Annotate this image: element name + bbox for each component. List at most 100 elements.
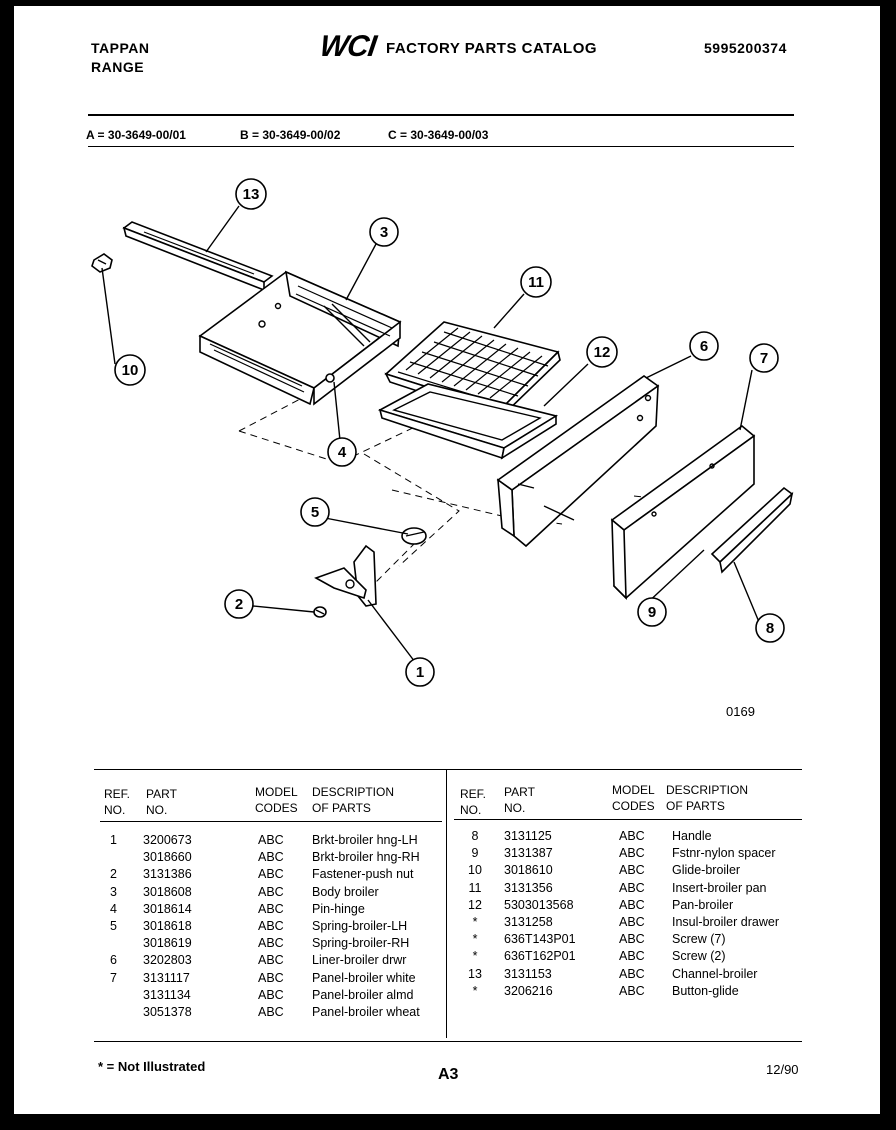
table-cell: 6 — [110, 953, 117, 968]
table-cell: 7 — [110, 970, 117, 985]
table-cell — [110, 1004, 117, 1021]
table-cell: 636T162P01 — [504, 949, 576, 964]
table-cell: ABC — [619, 983, 645, 998]
table-cell: Brkt-broiler hng-RH — [312, 850, 420, 865]
model-code-b: B = 30-3649-00/02 — [240, 128, 341, 142]
table-cell: * — [472, 983, 478, 998]
table-cell: 4 — [110, 901, 117, 916]
table-cell: Screw (2) — [672, 949, 726, 964]
table-cell: ABC — [258, 833, 284, 847]
handle-part — [710, 486, 794, 574]
table-cell: * — [472, 932, 478, 947]
callout-7: 7 — [749, 343, 779, 373]
table-cell: 3131356 — [504, 880, 553, 895]
table-cell: ABC — [258, 901, 284, 916]
figure-number: 0169 — [726, 704, 755, 719]
svg-text:8: 8 — [766, 620, 774, 637]
left-ref-column: 1 2 3 4 5 6 7 — [110, 832, 117, 1021]
table-cell: 636T143P01 — [504, 932, 576, 947]
table-cell: ABC — [619, 914, 645, 929]
table-cell: * — [472, 949, 478, 964]
table-cell: ABC — [619, 829, 645, 843]
table-cell: Screw (7) — [672, 932, 726, 947]
table-cell: Insert-broiler pan — [672, 880, 767, 895]
table-cell: 3200673 — [143, 833, 192, 847]
table-cell: Pan-broiler — [672, 897, 734, 912]
liner-broiler-drawer-part — [496, 375, 660, 548]
table-cell: ABC — [619, 846, 645, 861]
callout-5: 5 — [300, 497, 330, 527]
page-number: A3 — [438, 1066, 459, 1083]
pan-broiler-part — [377, 383, 559, 460]
svg-text:2: 2 — [235, 596, 243, 613]
table-cell: 10 — [468, 863, 482, 878]
table-cell: ABC — [619, 966, 645, 981]
table-cell: 3202803 — [143, 953, 192, 968]
table-cell: ABC — [619, 932, 645, 947]
table-cell: 13 — [468, 966, 482, 981]
table-cell: 8 — [471, 829, 479, 843]
table-cell: 5303013568 — [504, 897, 574, 912]
table-top-rule — [94, 769, 802, 770]
catalog-number: 5995200374 — [704, 40, 787, 56]
table-cell: * — [472, 914, 478, 929]
svg-text:10: 10 — [122, 362, 139, 379]
ref-no-header-right: REF.NO. — [460, 787, 487, 817]
table-cell: Panel-broiler almd — [312, 987, 414, 1002]
table-cell: Fastener-push nut — [312, 867, 414, 882]
table-cell: ABC — [258, 1004, 284, 1019]
push-nut-part — [313, 606, 327, 618]
callout-12: 12 — [586, 336, 618, 368]
table-cell: 3018614 — [143, 901, 192, 916]
svg-text:3: 3 — [380, 224, 388, 241]
table-cell: 2 — [110, 867, 117, 882]
table-cell: 11 — [468, 880, 482, 895]
ref-no-header: REF.NO. — [104, 787, 131, 817]
table-cell — [110, 935, 117, 952]
glide-broiler-part — [91, 253, 113, 273]
table-cell: 3131117 — [143, 970, 190, 985]
not-illustrated-note: * = Not Illustrated — [98, 1059, 206, 1074]
table-cell: 12 — [468, 897, 482, 912]
callout-4: 4 — [327, 437, 357, 467]
table-cell — [110, 987, 117, 1004]
table-cell: Channel-broiler — [672, 966, 758, 981]
callout-9: 9 — [637, 597, 667, 627]
right-ref-column: 8 9 10 11 12 * * * 13 * — [462, 828, 488, 1000]
spring-broiler-part — [401, 527, 427, 545]
svg-text:4: 4 — [338, 444, 347, 461]
svg-text:9: 9 — [648, 604, 656, 621]
model-code-a: A = 30-3649-00/01 — [86, 128, 186, 142]
header-rule — [88, 114, 794, 116]
table-cell: Brkt-broiler hng-LH — [312, 833, 418, 847]
table-cell: ABC — [258, 953, 284, 968]
table-cell: 3051378 — [143, 1004, 192, 1019]
table-cell: 3018619 — [143, 936, 192, 951]
table-cell: 3131387 — [504, 846, 553, 861]
table-cell: 3131386 — [143, 867, 192, 882]
right-codes-column: ABC ABC ABC ABC ABC ABC ABC ABC ABC ABC — [619, 828, 645, 1000]
left-codes-column: ABC ABC ABC ABC ABC ABC ABC ABC ABC ABC … — [258, 832, 284, 1021]
callout-2: 2 — [224, 589, 254, 619]
catalog-title: FACTORY PARTS CATALOG — [386, 40, 598, 57]
table-cell: ABC — [258, 918, 284, 933]
table-cell: Panel-broiler white — [312, 970, 416, 985]
callout-13: 13 — [235, 178, 267, 210]
right-part-column: 3131125 3131387 3018610 3131356 53030135… — [504, 828, 576, 1000]
table-cell: 3206216 — [504, 983, 553, 998]
table-cell: 3131153 — [504, 966, 552, 981]
table-cell: 3131258 — [504, 914, 553, 929]
table-cell: Handle — [672, 829, 712, 843]
exploded-parts-diagram: 13 3 11 12 6 7 10 4 5 2 9 8 1 — [91, 178, 794, 687]
table-cell: Button-glide — [672, 983, 739, 998]
svg-text:6: 6 — [700, 338, 708, 355]
table-cell: 3018660 — [143, 850, 192, 865]
table-cell: 3018618 — [143, 918, 192, 933]
table-cell: ABC — [258, 936, 284, 951]
brand-line2: RANGE — [91, 59, 145, 75]
table-cell: Spring-broiler-LH — [312, 918, 408, 933]
